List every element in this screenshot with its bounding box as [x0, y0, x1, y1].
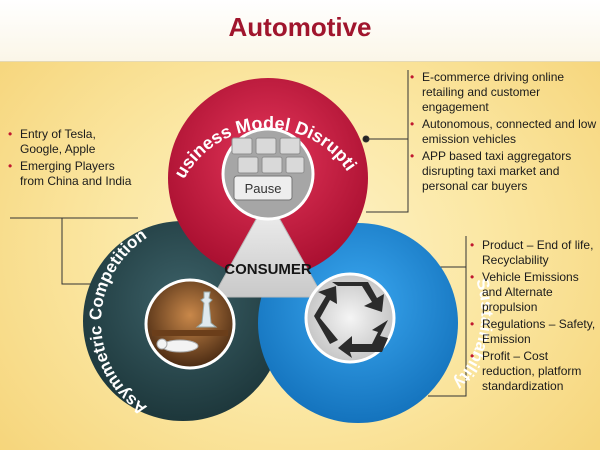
bottom-right-bullet-list: Product – End of life, Recyclability Veh…	[470, 238, 598, 396]
list-item: Autonomous, connected and low emission v…	[410, 117, 598, 147]
recycle-symbol-image	[304, 272, 396, 364]
list-item: APP based taxi aggregators disrupting ta…	[410, 149, 598, 194]
title-bar: Automotive	[0, 0, 600, 62]
list-item: E-commerce driving online retailing and …	[410, 70, 598, 115]
list-item: Profit – Cost reduction, platform standa…	[470, 349, 598, 394]
pause-key-label: Pause	[245, 181, 282, 196]
chess-pieces-image	[144, 278, 236, 370]
list-item: Entry of Tesla, Google, Apple	[8, 127, 138, 157]
list-item: Emerging Players from China and India	[8, 159, 138, 189]
top-right-bullet-list: E-commerce driving online retailing and …	[410, 70, 598, 196]
list-item: Product – End of life, Recyclability	[470, 238, 598, 268]
consumer-triangle	[212, 196, 324, 298]
keyboard-pause-key-image: Pause	[221, 127, 315, 221]
left-bullet-list: Entry of Tesla, Google, Apple Emerging P…	[8, 127, 138, 191]
top-connector	[366, 70, 409, 213]
consumer-label: CONSUMER	[224, 261, 312, 278]
list-item: Regulations – Safety, Emission	[470, 317, 598, 347]
list-item: Vehicle Emissions and Alternate propulsi…	[470, 270, 598, 315]
page-title: Automotive	[228, 12, 372, 42]
